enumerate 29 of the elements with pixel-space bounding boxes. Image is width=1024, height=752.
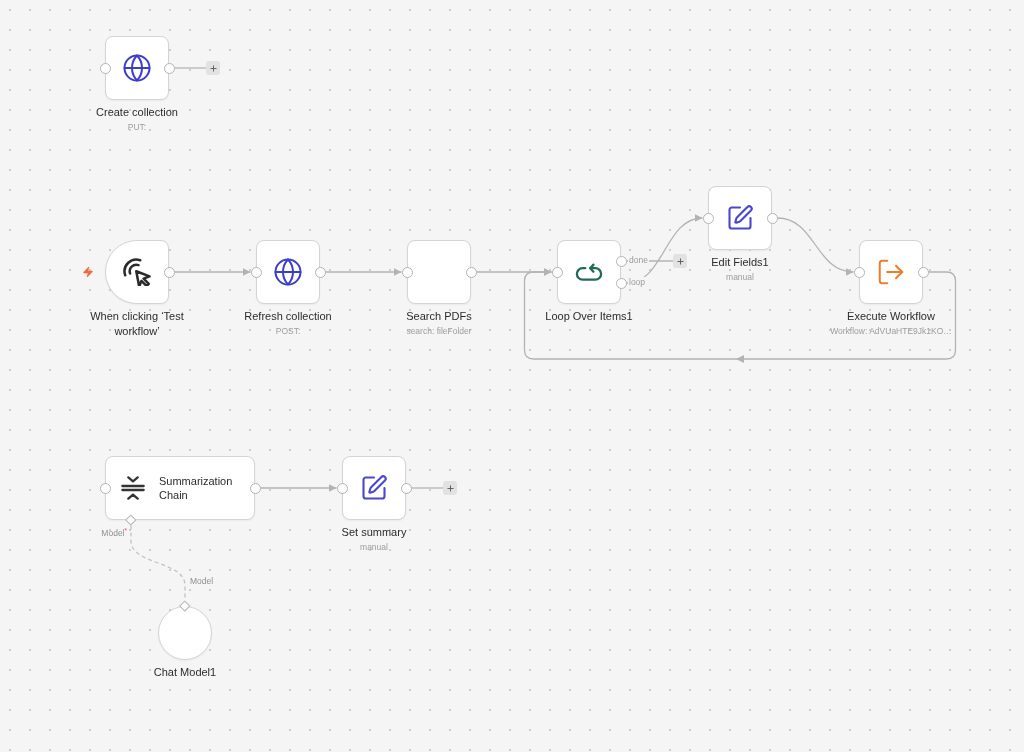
connector-arrow [625, 215, 704, 284]
loop-back-arrow [523, 268, 957, 363]
connector-arrow [324, 268, 403, 276]
node-title: Loop Over Items1 [545, 309, 633, 324]
node-title: When clicking ‘Test workflow’ [89, 309, 185, 339]
node-title: Chat Model1 [153, 665, 217, 680]
node-subtitle: manual [726, 271, 754, 283]
node-subtitle: manual [360, 541, 388, 553]
connector-line [410, 487, 444, 489]
node-subtitle: Workflow: AdVUaHTE9Jk1KO… [830, 325, 952, 337]
node-subtitle: PUT: [127, 121, 147, 133]
node-card [99, 456, 261, 526]
node-title: Create collection [96, 105, 178, 120]
connector-arrow [173, 268, 252, 276]
port-label: Model$^{*}$ [101, 528, 127, 539]
node-title: Search PDFs [406, 309, 472, 324]
connector-line [173, 67, 207, 69]
edge-label: done [628, 255, 649, 266]
edge-label: loop [628, 277, 647, 288]
connector-arrow [776, 217, 855, 275]
node-subtitle: POST: [275, 325, 301, 337]
node-title: Set summary [341, 525, 407, 540]
node-title: Edit Fields1 [711, 255, 769, 270]
node-title: Execute Workflow [847, 309, 935, 324]
node-title: Summarization Chain [159, 474, 234, 502]
node-subtitle: search: fileFolder [406, 325, 472, 337]
connector-arrow [259, 484, 338, 492]
port-label: Model [190, 576, 214, 587]
node-title: Refresh collection [244, 309, 332, 324]
